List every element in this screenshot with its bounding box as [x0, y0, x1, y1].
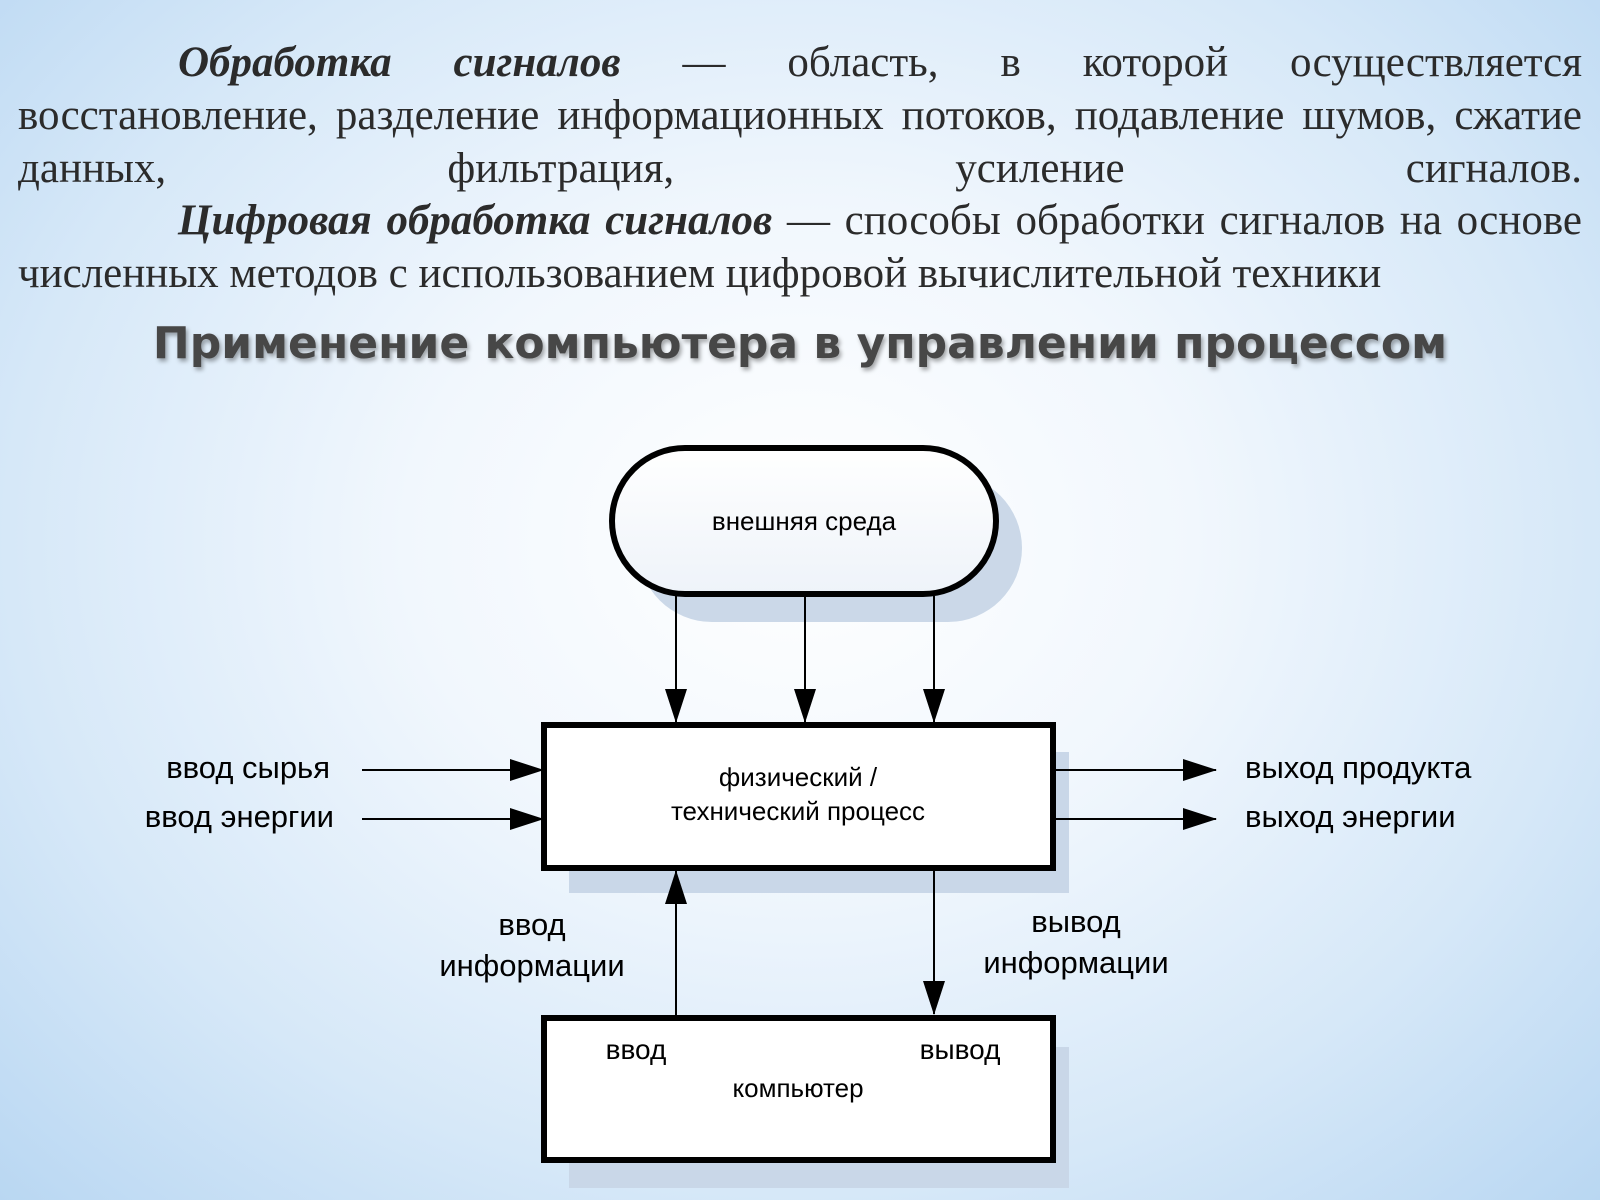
definition-text-2: — способы обработки сигналов на основе ч… [18, 197, 1582, 297]
process-node [541, 722, 1056, 871]
energy-output-label: выход энергии [1245, 799, 1456, 834]
raw-input-label: ввод сырья [166, 750, 330, 785]
info-output-label-line1: вывод [1031, 904, 1121, 939]
definition-signal-processing: Обработка сигналов — область, в которой … [18, 36, 1582, 195]
term-signal-processing: Обработка сигналов [178, 39, 621, 86]
product-output-label: выход продукта [1245, 750, 1472, 785]
computer-label: компьютер [732, 1073, 863, 1103]
energy-input-label: ввод энергии [145, 799, 334, 834]
environment-node [609, 445, 999, 597]
info-input-label-line1: ввод [498, 907, 565, 942]
environment-label: внешняя среда [712, 506, 897, 536]
definition-text-1: — область, в которой осуществляется восс… [18, 39, 1582, 192]
definition-digital-signal-processing: Цифровая обработка сигналов — способы об… [18, 194, 1582, 300]
page-title: Применение компьютера в управлении проце… [152, 318, 1448, 369]
info-input-label-line2: информации [439, 948, 624, 983]
computer-output-port-label: вывод [920, 1034, 1001, 1065]
computer-node [541, 1015, 1056, 1163]
info-output-label-line2: информации [983, 945, 1168, 980]
process-label-line2: технический процесс [671, 796, 925, 826]
computer-input-port-label: ввод [606, 1034, 667, 1065]
term-digital-signal-processing: Цифровая обработка сигналов [178, 197, 773, 244]
process-label-line1: физический / [719, 762, 878, 792]
